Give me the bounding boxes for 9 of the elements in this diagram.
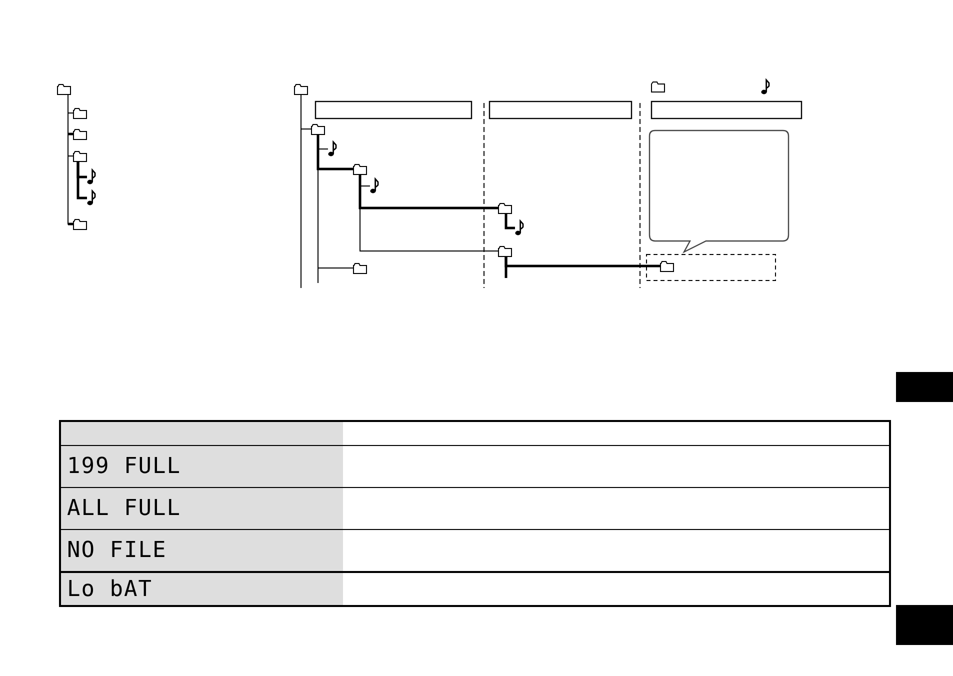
- tree-line: [504, 214, 515, 230]
- tree-line: [76, 162, 87, 200]
- tree-line: [316, 134, 353, 170]
- tree-line: [360, 174, 498, 252]
- display-message: NO FILE: [67, 538, 167, 563]
- display-message: ALL FULL: [67, 496, 181, 521]
- tree-line: [358, 174, 498, 210]
- display-message: Lo bAT: [67, 576, 152, 602]
- display-message: 199 FULL: [67, 454, 181, 479]
